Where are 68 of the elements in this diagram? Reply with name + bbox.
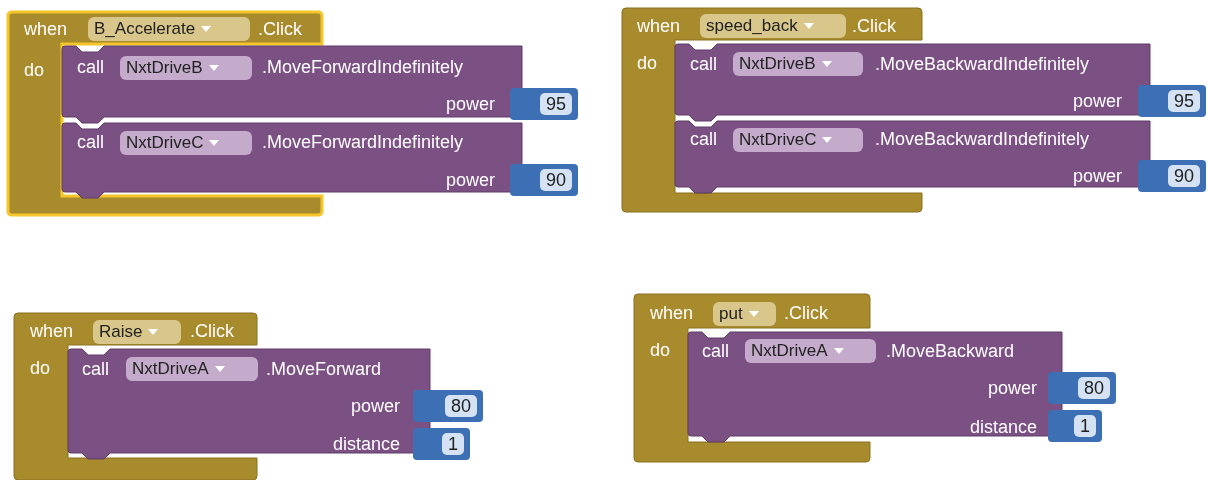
dropdown-field (120, 131, 252, 155)
dropdown-field (126, 357, 258, 381)
call-keyword: call (690, 54, 717, 74)
parameter-label: distance (332, 434, 400, 454)
call-keyword: call (77, 57, 104, 77)
dropdown-field (745, 339, 876, 363)
do-keyword: do (650, 340, 671, 360)
number-field: 95 (1167, 90, 1200, 112)
parameter-label: power (1072, 166, 1122, 186)
dropdown-field (88, 17, 250, 41)
when-keyword: when (637, 16, 681, 36)
call-keyword: call (690, 129, 717, 149)
call-keyword: call (702, 341, 729, 361)
number-field: 80 (444, 395, 477, 417)
number-field: 90 (539, 169, 572, 191)
dropdown-value: put (719, 304, 743, 324)
number-field: 1 (1074, 415, 1096, 437)
event-name: .Click (784, 303, 828, 323)
number-block (1048, 410, 1102, 442)
dropdown-value: B_Accelerate (94, 19, 196, 39)
when-keyword: when (30, 321, 74, 341)
number-block (510, 88, 578, 120)
event-name: .Click (258, 19, 302, 39)
number-block (413, 428, 470, 460)
number-field: 95 (539, 93, 572, 115)
parameter-label: power (445, 170, 495, 190)
number-block (1138, 160, 1206, 192)
do-keyword: do (637, 53, 658, 73)
dropdown-field (700, 14, 846, 38)
number-field: 1 (442, 433, 464, 455)
number-block (413, 390, 483, 422)
call-keyword: call (77, 132, 104, 152)
number-field: 90 (1167, 165, 1200, 187)
number-field: 80 (1077, 377, 1110, 399)
call-keyword: call (82, 359, 109, 379)
dropdown-field (713, 302, 776, 326)
dropdown-field (733, 52, 863, 76)
event-name: .Click (190, 321, 234, 341)
dropdown-value: NxtDriveC (126, 133, 204, 153)
dropdown-value: Raise (99, 322, 143, 342)
parameter-label: power (350, 396, 400, 416)
do-keyword: do (24, 60, 45, 80)
dropdown-value: NxtDriveB (126, 58, 203, 78)
method-name: .MoveBackwardIndefinitely (875, 129, 1090, 149)
dropdown-field (733, 128, 863, 152)
method-name: .MoveForwardIndefinitely (262, 57, 464, 77)
method-name: .MoveForwardIndefinitely (262, 132, 464, 152)
dropdown-field (93, 320, 181, 344)
dropdown-value: NxtDriveC (739, 130, 817, 150)
parameter-label: distance (969, 417, 1037, 437)
method-name: .MoveForward (266, 359, 382, 379)
dropdown-value: NxtDriveB (739, 54, 816, 74)
parameter-label: power (987, 378, 1037, 398)
method-name: .MoveBackwardIndefinitely (875, 54, 1090, 74)
number-block (510, 164, 578, 196)
parameter-label: power (1072, 91, 1122, 111)
do-keyword: do (30, 358, 51, 378)
dropdown-value: speed_back (706, 16, 798, 36)
method-name: .MoveBackward (886, 341, 1015, 361)
when-keyword: when (650, 303, 694, 323)
dropdown-value: NxtDriveA (751, 341, 828, 361)
number-block (1138, 85, 1206, 117)
number-block (1048, 372, 1116, 404)
parameter-label: power (445, 94, 495, 114)
when-keyword: when (24, 19, 68, 39)
dropdown-value: NxtDriveA (132, 359, 209, 379)
dropdown-field (120, 56, 252, 80)
event-name: .Click (852, 16, 896, 36)
